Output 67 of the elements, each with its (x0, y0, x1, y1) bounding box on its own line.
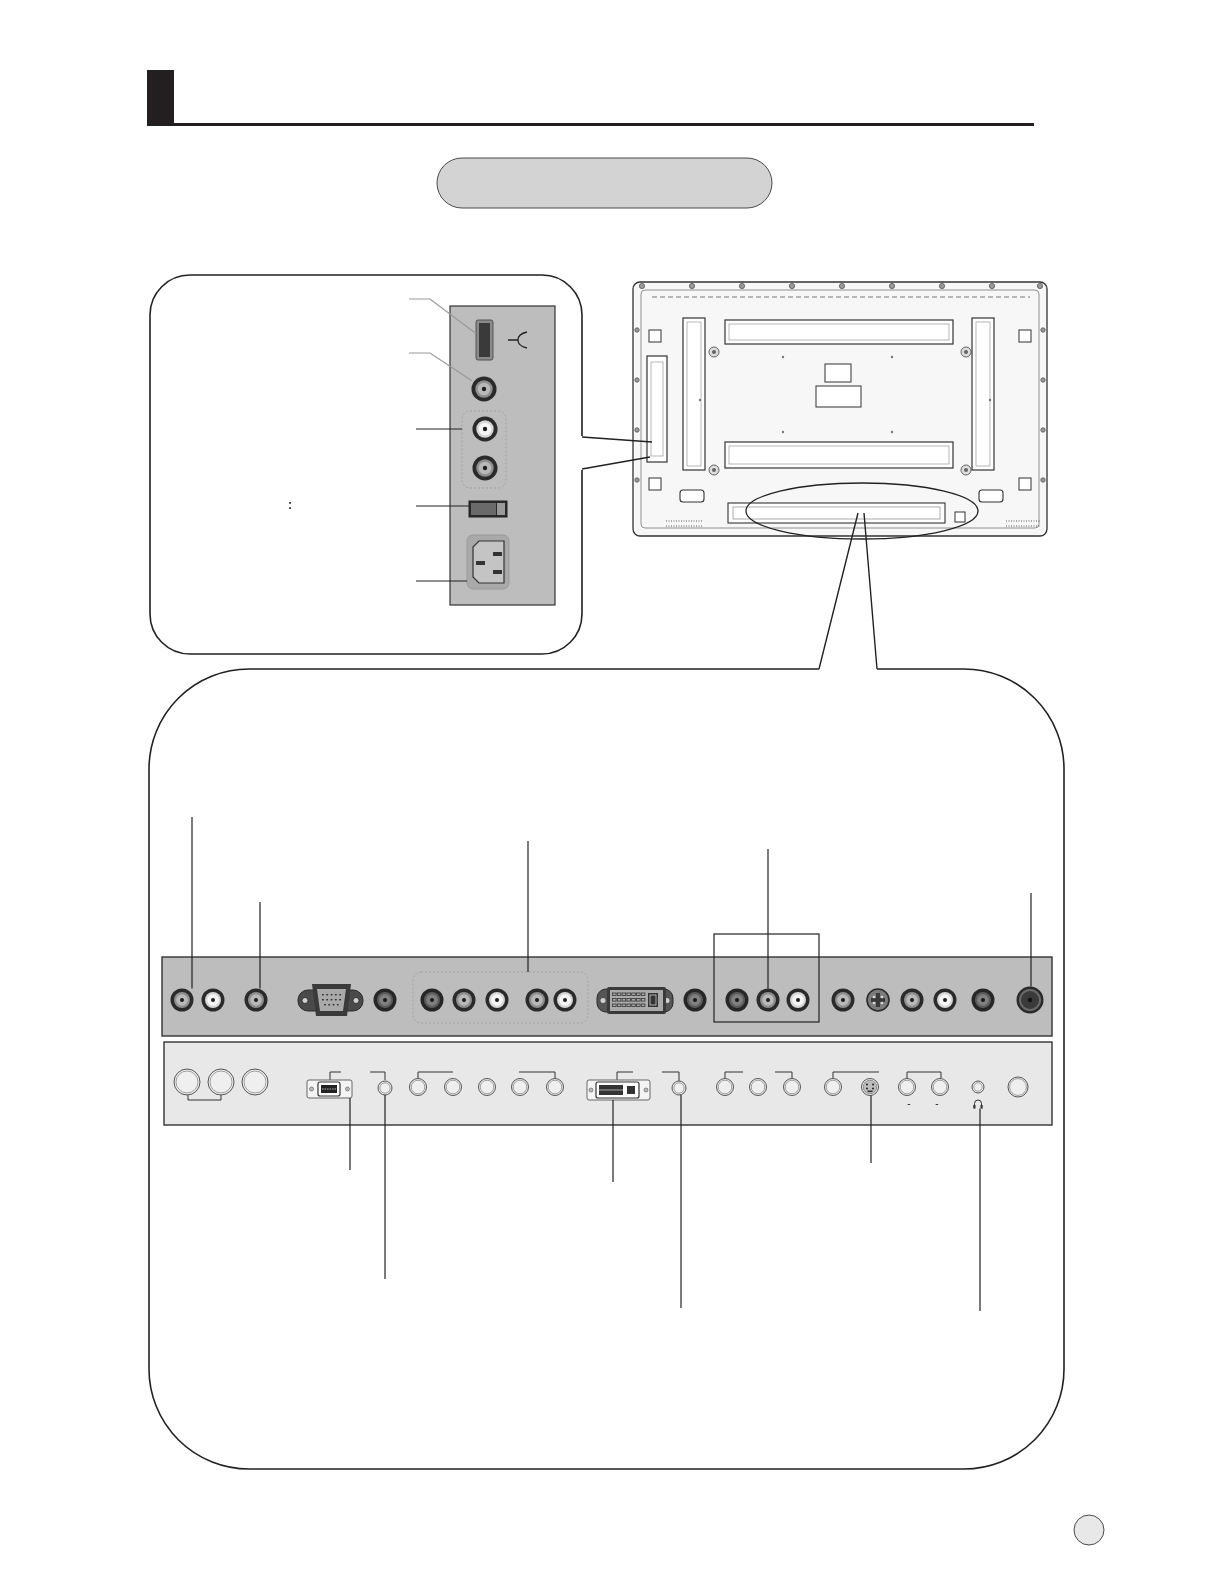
rca-jack (244, 988, 268, 1012)
leader-line (408, 352, 473, 382)
jack (783, 1078, 801, 1096)
leader-line (1030, 892, 1032, 988)
jack-group-frame (412, 971, 589, 1024)
leader-line (527, 840, 529, 973)
jack (1007, 1076, 1029, 1098)
callout-frame (148, 668, 1065, 1470)
rca-jack (900, 988, 924, 1012)
dash-text: - (907, 1099, 911, 1109)
leader-line (384, 1094, 386, 1280)
side-connector-panel (449, 305, 556, 606)
rca-jack (170, 988, 194, 1012)
page-circle (1073, 1514, 1105, 1546)
callout-frame (149, 274, 583, 655)
rocker-switch (468, 500, 508, 518)
leader-line (408, 298, 477, 335)
jack (546, 1078, 564, 1096)
headphone-jack (971, 1080, 985, 1109)
leader-line (349, 1097, 351, 1171)
leader-line (612, 1099, 614, 1183)
leader-line (259, 901, 261, 990)
rca-jack (786, 988, 810, 1012)
jack (241, 1068, 269, 1096)
jack (511, 1078, 529, 1096)
vga-port (306, 1079, 353, 1099)
connector-strip (161, 956, 1053, 1037)
leader-line (415, 428, 463, 430)
jack (478, 1078, 496, 1096)
power-socket (466, 534, 510, 590)
rca-jack (831, 988, 855, 1012)
rca-jack (756, 988, 780, 1012)
connector-strip (163, 1041, 1053, 1126)
dvi-port (586, 1079, 651, 1101)
leader-line (415, 505, 470, 507)
leader-line (767, 848, 769, 990)
rca-jack (725, 988, 749, 1012)
antenna-jack (1016, 986, 1044, 1014)
leader-line (870, 1094, 872, 1164)
rca-jack (971, 988, 995, 1012)
jack (409, 1078, 427, 1096)
jack (444, 1078, 462, 1096)
leader-line (680, 1094, 682, 1309)
jack (716, 1078, 734, 1096)
jack (749, 1078, 767, 1096)
rca-jack (201, 988, 225, 1012)
leader-line (415, 580, 468, 582)
jack (824, 1078, 842, 1096)
dash-text: - (935, 1099, 939, 1109)
leader-line (191, 816, 193, 990)
jack (207, 1068, 235, 1096)
rca-jack (683, 988, 707, 1012)
leader-line (979, 1108, 981, 1312)
slot-port (475, 319, 494, 361)
jack-pair-frame (461, 410, 507, 489)
s-video-jack (861, 1078, 879, 1096)
title-pill (436, 157, 773, 209)
audio-jack (671, 1080, 687, 1096)
colon-text: : (288, 499, 292, 511)
bracket-frame (713, 933, 820, 1023)
audio-jack (377, 1080, 393, 1096)
rca-jack (471, 376, 497, 402)
jack (931, 1078, 949, 1096)
jack (173, 1068, 201, 1096)
rca-jack (933, 988, 957, 1012)
jack (898, 1078, 916, 1096)
rca-jack (373, 988, 397, 1012)
